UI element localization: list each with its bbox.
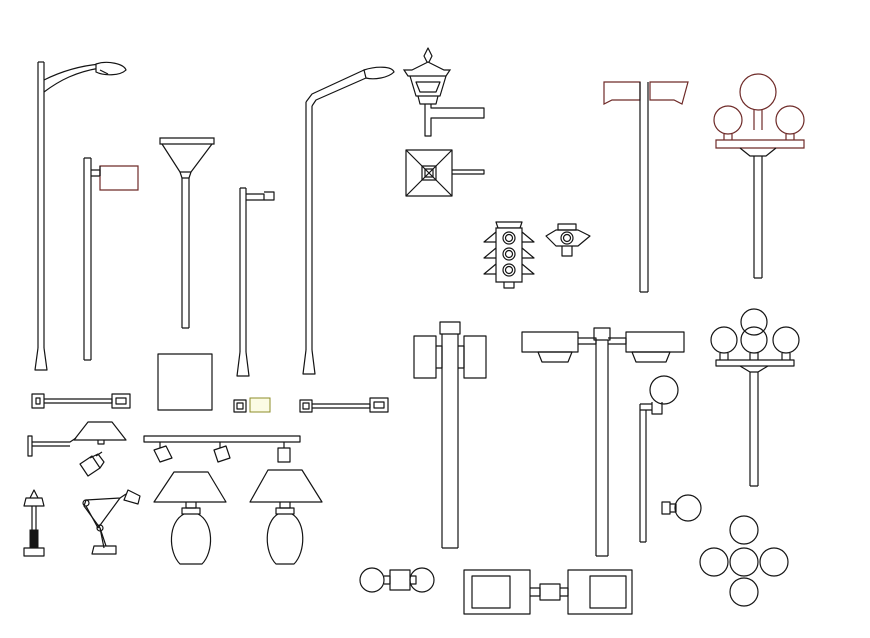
cone-pole-light — [159, 137, 215, 329]
double-wing-pole — [603, 81, 689, 293]
double-flood-pole — [413, 321, 487, 549]
four-globe-cluster-plan — [699, 515, 789, 607]
square-luminaire-plan — [157, 353, 213, 411]
table-lamp-left — [153, 471, 227, 565]
architect-lamp — [82, 489, 141, 555]
small-wall-fixture — [233, 397, 271, 413]
wall-bracket-arm — [31, 393, 131, 409]
track-lighting — [143, 435, 301, 463]
cobra-head-street-light — [34, 61, 127, 371]
tall-curved-pole — [302, 66, 395, 375]
triple-globe-post — [713, 73, 805, 279]
traffic-signal-single — [545, 223, 591, 257]
twin-cobra-pole — [521, 327, 685, 557]
spot-lamp — [79, 451, 105, 477]
globe-bracket-pole — [639, 375, 679, 543]
table-lamp-right — [249, 469, 323, 565]
lantern-wall-mount — [402, 47, 485, 137]
double-globe-plan — [359, 567, 435, 593]
wall-globe — [661, 494, 702, 522]
wall-sconce-shade — [27, 421, 127, 457]
box-arm-pole — [83, 157, 139, 361]
small-arm-pole — [236, 187, 275, 377]
double-flood-plan — [463, 569, 633, 615]
five-globe-pole — [710, 308, 800, 487]
wall-bracket-arm-two — [299, 397, 389, 413]
square-pyramid-light-plan — [405, 149, 485, 197]
desk-lamp — [23, 489, 45, 557]
traffic-signal-three-light — [483, 221, 535, 289]
